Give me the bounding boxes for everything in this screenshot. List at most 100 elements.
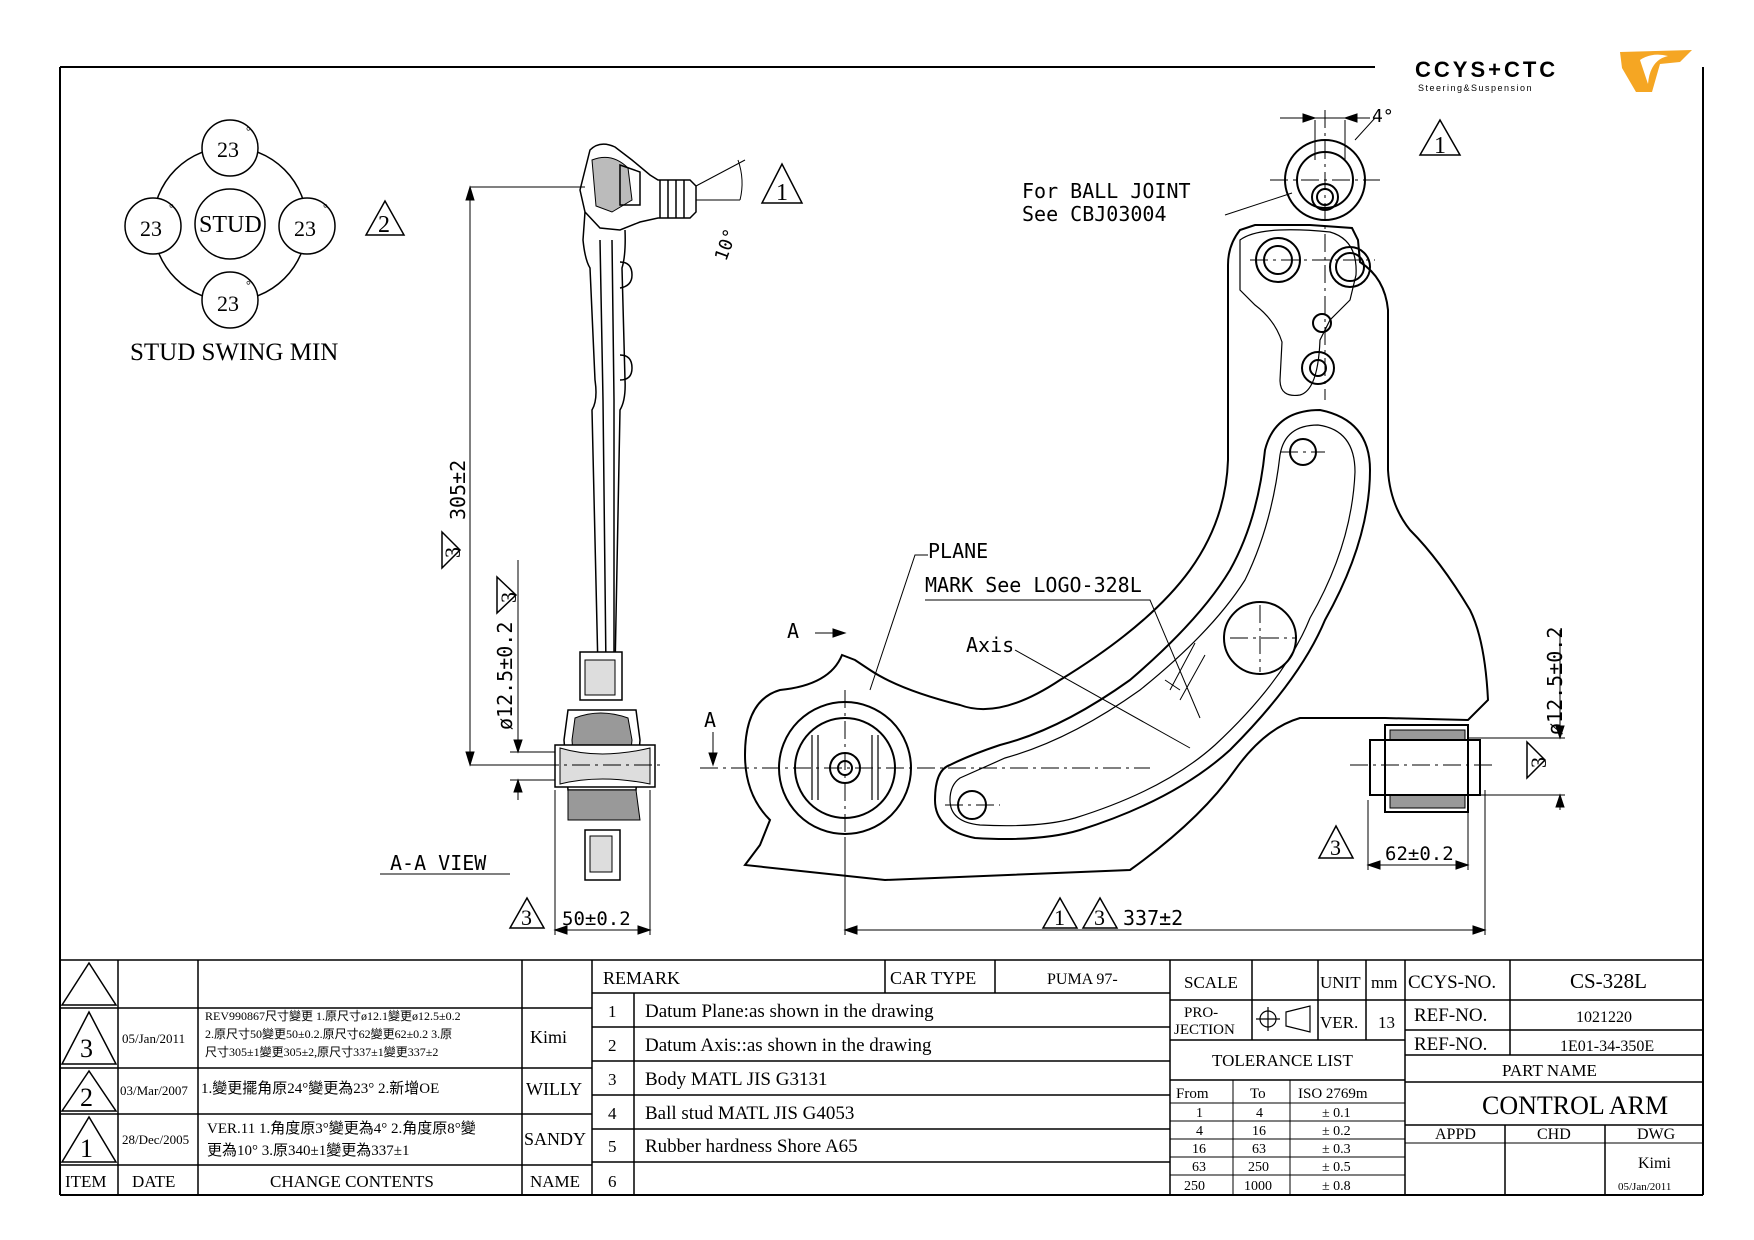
remark-no-4: 4	[608, 1104, 617, 1123]
tol-header-iso: ISO 2769m	[1298, 1086, 1368, 1102]
dwg-label: DWG	[1637, 1126, 1676, 1143]
part-name-value: CONTROL ARM	[1482, 1091, 1668, 1120]
swing-angle-top: 23	[217, 137, 239, 162]
stud-swing-diagram	[124, 119, 336, 329]
datum-a-left: A	[704, 708, 716, 732]
degree-mark-top: °	[246, 124, 251, 138]
rev-change-3a: REV990867尺寸變更 1.原尺寸ø12.1變更ø12.5±0.2	[205, 1008, 461, 1023]
dim-62: 62±0.2	[1385, 843, 1454, 865]
rev-item-2: 2	[80, 1083, 93, 1112]
dim-50: 50±0.2	[562, 908, 631, 930]
control-arm-view	[743, 139, 1490, 882]
degree-mark-right: °	[323, 201, 328, 215]
projection-symbol	[1256, 1005, 1311, 1033]
rev-3-dia-right: 3	[1526, 757, 1551, 768]
remark-header: REMARK	[603, 968, 680, 988]
ref-no-value-2: 1E01-34-350E	[1560, 1038, 1654, 1055]
tol-r3-from: 16	[1192, 1142, 1206, 1157]
ver-value: 13	[1378, 1013, 1395, 1032]
tol-r2-tol: ± 0.2	[1322, 1124, 1351, 1139]
ccys-no-label: CCYS-NO.	[1408, 972, 1496, 993]
tol-r5-to: 1000	[1244, 1179, 1272, 1194]
company-logo: CCYS+CTC Steering&Suspension	[1415, 50, 1692, 93]
remark-text-1: Datum Plane:as shown in the drawing	[645, 1001, 934, 1022]
tol-r1-to: 4	[1256, 1106, 1263, 1121]
degree-mark-left: °	[169, 201, 174, 215]
plane-label: PLANE	[928, 539, 988, 563]
rev-marker-50: 3	[508, 896, 546, 930]
rev-item-3: 3	[80, 1034, 93, 1063]
projection-label-2: JECTION	[1174, 1022, 1235, 1038]
rev-change-3b: 2.原尺寸50變更50±0.2.原尺寸62變更62±0.2 3.原	[205, 1026, 452, 1041]
projection-label-1: PRO-	[1184, 1005, 1218, 1021]
dim-337: 337±2	[1123, 906, 1183, 930]
tol-r3-to: 63	[1252, 1142, 1266, 1157]
rev-date-3: 05/Jan/2011	[122, 1031, 185, 1046]
rev-3-main: 3	[1094, 905, 1105, 930]
dim-dia-right: ø12.5±0.2	[1543, 627, 1567, 735]
rev-marker-1-side: 1	[760, 162, 804, 206]
tol-r5-tol: ± 0.8	[1322, 1179, 1351, 1194]
side-view	[510, 143, 697, 881]
remark-text-4: Ball stud MATL JIS G4053	[645, 1103, 854, 1124]
ref-no-value-1: 1021220	[1576, 1009, 1632, 1026]
angle-10: 10°	[711, 226, 742, 264]
mark-label: MARK See LOGO-328L	[925, 573, 1142, 597]
ref-no-label-2: REF-NO.	[1414, 1034, 1487, 1055]
scale-label: SCALE	[1184, 973, 1238, 992]
tolerance-title: TOLERANCE LIST	[1212, 1051, 1353, 1070]
degree-mark-bottom: °	[246, 278, 251, 292]
svg-text:3: 3	[496, 592, 521, 603]
rev-change-3c: 尺寸305±1變更305±2,原尺寸337±1變更337±2	[205, 1044, 438, 1059]
ver-label: VER.	[1320, 1013, 1358, 1032]
ref-no-label-1: REF-NO.	[1414, 1005, 1487, 1026]
tol-r5-from: 250	[1184, 1179, 1205, 1194]
rev-markers-main	[1041, 118, 1547, 929]
remark-text-5: Rubber hardness Shore A65	[645, 1136, 858, 1157]
rev-name-1: SANDY	[524, 1129, 586, 1149]
dim-dia-left: ø12.5±0.2	[493, 622, 517, 730]
rev-change-1a: VER.11 1.角度原3°變更為4° 2.角度原8°變	[207, 1120, 476, 1137]
tol-header-from: From	[1176, 1086, 1209, 1102]
remark-no-2: 2	[608, 1036, 617, 1055]
dim-305: 305±2	[446, 460, 470, 520]
revision-marker-2: 2	[364, 199, 406, 238]
tol-r1-tol: ± 0.1	[1322, 1106, 1351, 1121]
part-name-label: PART NAME	[1502, 1061, 1597, 1080]
angle-4: 4°	[1372, 106, 1394, 127]
logo-tagline: Steering&Suspension	[1418, 83, 1533, 93]
title-block-grid	[60, 959, 1703, 1196]
svg-text:2: 2	[378, 212, 390, 238]
tol-r4-tol: ± 0.5	[1322, 1160, 1351, 1175]
rev-name-3: Kimi	[530, 1027, 567, 1047]
remark-no-5: 5	[608, 1137, 617, 1156]
rev-marker-305: 3	[440, 530, 465, 570]
rev-3-62: 3	[1330, 835, 1341, 860]
main-dimensions	[708, 113, 1565, 935]
view-label-aa: A-A VIEW	[390, 851, 487, 875]
stud-swing-title: STUD SWING MIN	[130, 339, 338, 366]
remark-no-6: 6	[608, 1172, 617, 1191]
rev-header-date: DATE	[132, 1172, 175, 1191]
tol-r1-from: 1	[1196, 1106, 1203, 1121]
stud-center-label: STUD	[199, 212, 262, 238]
rev-name-2: WILLY	[526, 1079, 582, 1099]
remark-text-3: Body MATL JIS G3131	[645, 1069, 827, 1090]
side-view-dimensions	[380, 159, 746, 935]
remark-no-1: 1	[608, 1002, 617, 1021]
rev-marker-dia-left: 3	[496, 575, 521, 615]
svg-text:1: 1	[776, 180, 788, 206]
swing-angle-right: 23	[294, 216, 316, 241]
remark-text-2: Datum Axis::as shown in the drawing	[645, 1035, 932, 1056]
tol-r4-to: 250	[1248, 1160, 1269, 1175]
swing-angle-left: 23	[140, 216, 162, 241]
axis-label: Axis	[966, 633, 1014, 657]
svg-text:3: 3	[521, 905, 532, 930]
tol-r2-from: 4	[1196, 1124, 1203, 1139]
dwg-date: 05/Jan/2011	[1618, 1181, 1671, 1193]
rev-date-1: 28/Dec/2005	[122, 1132, 189, 1147]
car-type-label: CAR TYPE	[890, 968, 976, 988]
unit-value: mm	[1371, 973, 1397, 992]
rev-header-name: NAME	[530, 1172, 580, 1191]
unit-label: UNIT	[1320, 973, 1361, 992]
